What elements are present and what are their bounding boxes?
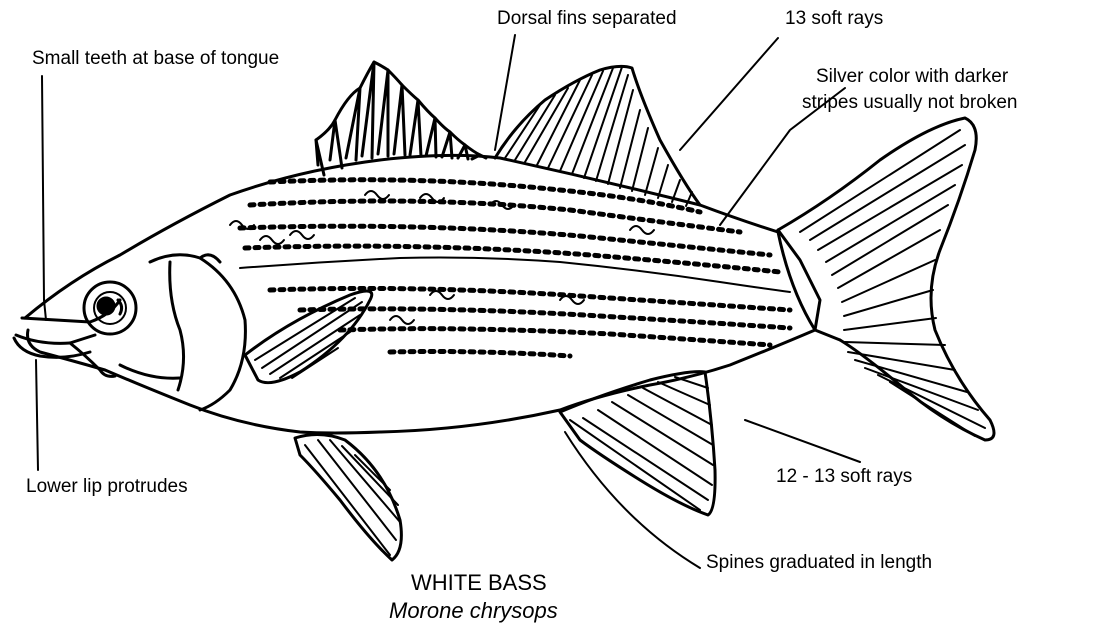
gill-cover — [120, 255, 245, 410]
eye-icon — [84, 282, 136, 334]
pectoral-fin — [245, 291, 372, 383]
pelvic-fin — [295, 434, 401, 560]
color-label-line2: stripes usually not broken — [802, 92, 1017, 114]
caudal-fin — [778, 118, 994, 440]
lower-lip-label: Lower lip protrudes — [26, 476, 188, 498]
dorsal-fins-label: Dorsal fins separated — [497, 8, 677, 30]
scientific-name: Morone chrysops — [389, 598, 558, 624]
spines-label: Spines graduated in length — [706, 552, 932, 574]
anal-soft-rays-label: 12 - 13 soft rays — [776, 466, 912, 488]
dorsal-soft-rays-label: 13 soft rays — [785, 8, 883, 30]
common-name: WHITE BASS — [411, 570, 547, 596]
anal-fin — [560, 372, 715, 515]
color-label-line1: Silver color with darker — [816, 66, 1008, 88]
teeth-label: Small teeth at base of tongue — [32, 48, 279, 70]
